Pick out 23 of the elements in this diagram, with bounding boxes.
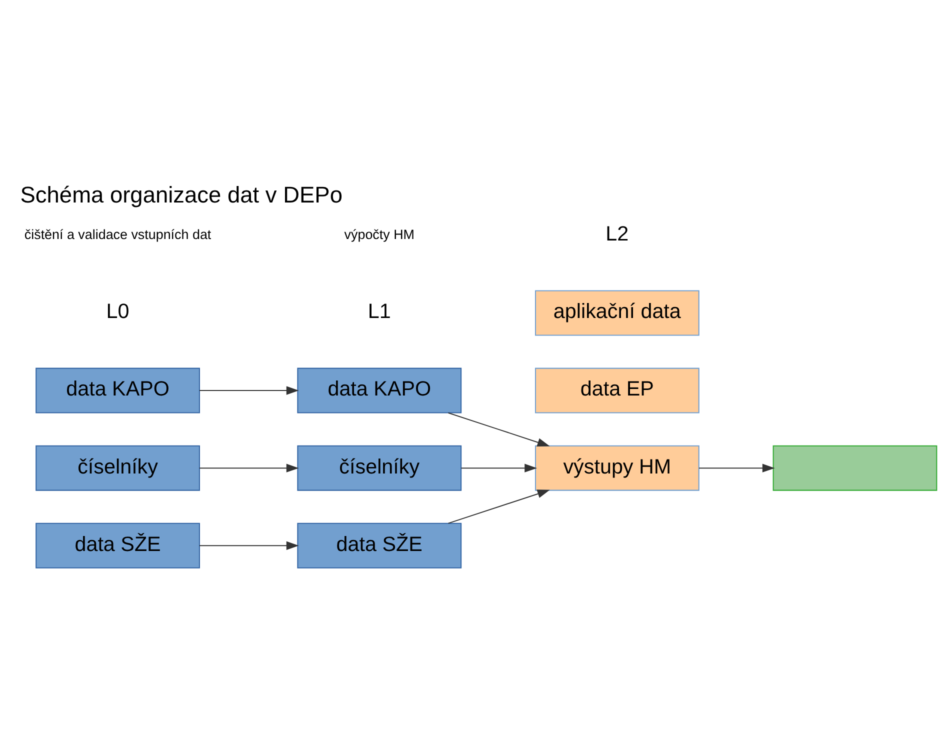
arrow [461,463,538,472]
node-box: data KAPO [36,367,200,413]
label: L0 [106,300,130,323]
arrow [200,463,299,472]
arrow [448,489,550,524]
node-box [772,444,938,490]
node-box: data SŽE [36,522,200,568]
arrow [448,412,550,446]
node-box: aplikační data [534,290,700,336]
label: L2 [606,222,629,246]
arrow [699,463,775,472]
node-box: data EP [534,367,700,413]
diagram-title: Schéma organizace dat v DEPo [20,180,342,207]
node-box: data KAPO [297,367,462,413]
arrow [200,540,299,550]
node-box: číselníky [297,444,462,490]
node-box: číselníky [36,444,200,490]
label: čištění a validace vstupních dat [24,226,212,242]
arrow [200,386,299,394]
label: L1 [368,300,391,323]
node-box: data SŽE [297,522,462,568]
label: výpočty HM [344,226,414,242]
node-box: výstupy HM [534,444,700,490]
